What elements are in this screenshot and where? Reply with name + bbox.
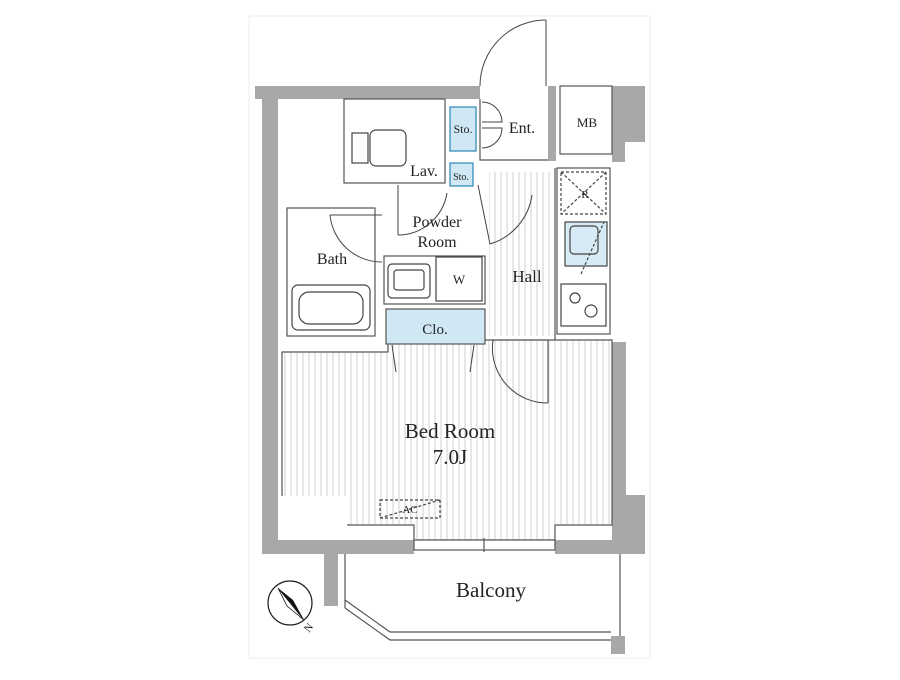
label-balcony: Balcony — [456, 578, 526, 602]
fixtures — [291, 129, 608, 519]
room-labels: Sto. Ent. MB Lav. Sto. Powder Room R Bat… — [317, 115, 598, 602]
label-bedroom: Bed Room — [405, 419, 495, 443]
structural-walls — [255, 86, 645, 654]
doors — [329, 19, 549, 404]
label-powder-room-2: Room — [417, 234, 457, 251]
label-washer: W — [453, 272, 466, 287]
balcony-outline — [344, 538, 621, 641]
label-air-conditioner: AC — [402, 504, 417, 516]
label-refrigerator: R — [581, 189, 589, 201]
label-storage-small: Sto. — [453, 172, 469, 183]
compass-circle — [267, 580, 313, 626]
label-storage-entry: Sto. — [453, 122, 472, 136]
bedroom-floor — [283, 341, 611, 539]
label-bath: Bath — [317, 251, 347, 268]
label-bedroom-size: 7.0J — [433, 445, 467, 469]
label-closet: Clo. — [422, 322, 447, 338]
label-meter-box: MB — [577, 115, 598, 130]
storage-small — [449, 162, 474, 187]
label-powder-room-1: Powder — [413, 214, 463, 231]
hall-floor — [489, 172, 553, 336]
closet — [385, 308, 486, 345]
label-entrance: Ent. — [509, 120, 535, 137]
label-lavatory: Lav. — [410, 163, 438, 180]
label-hall: Hall — [512, 267, 542, 286]
storage-entry — [449, 106, 477, 152]
